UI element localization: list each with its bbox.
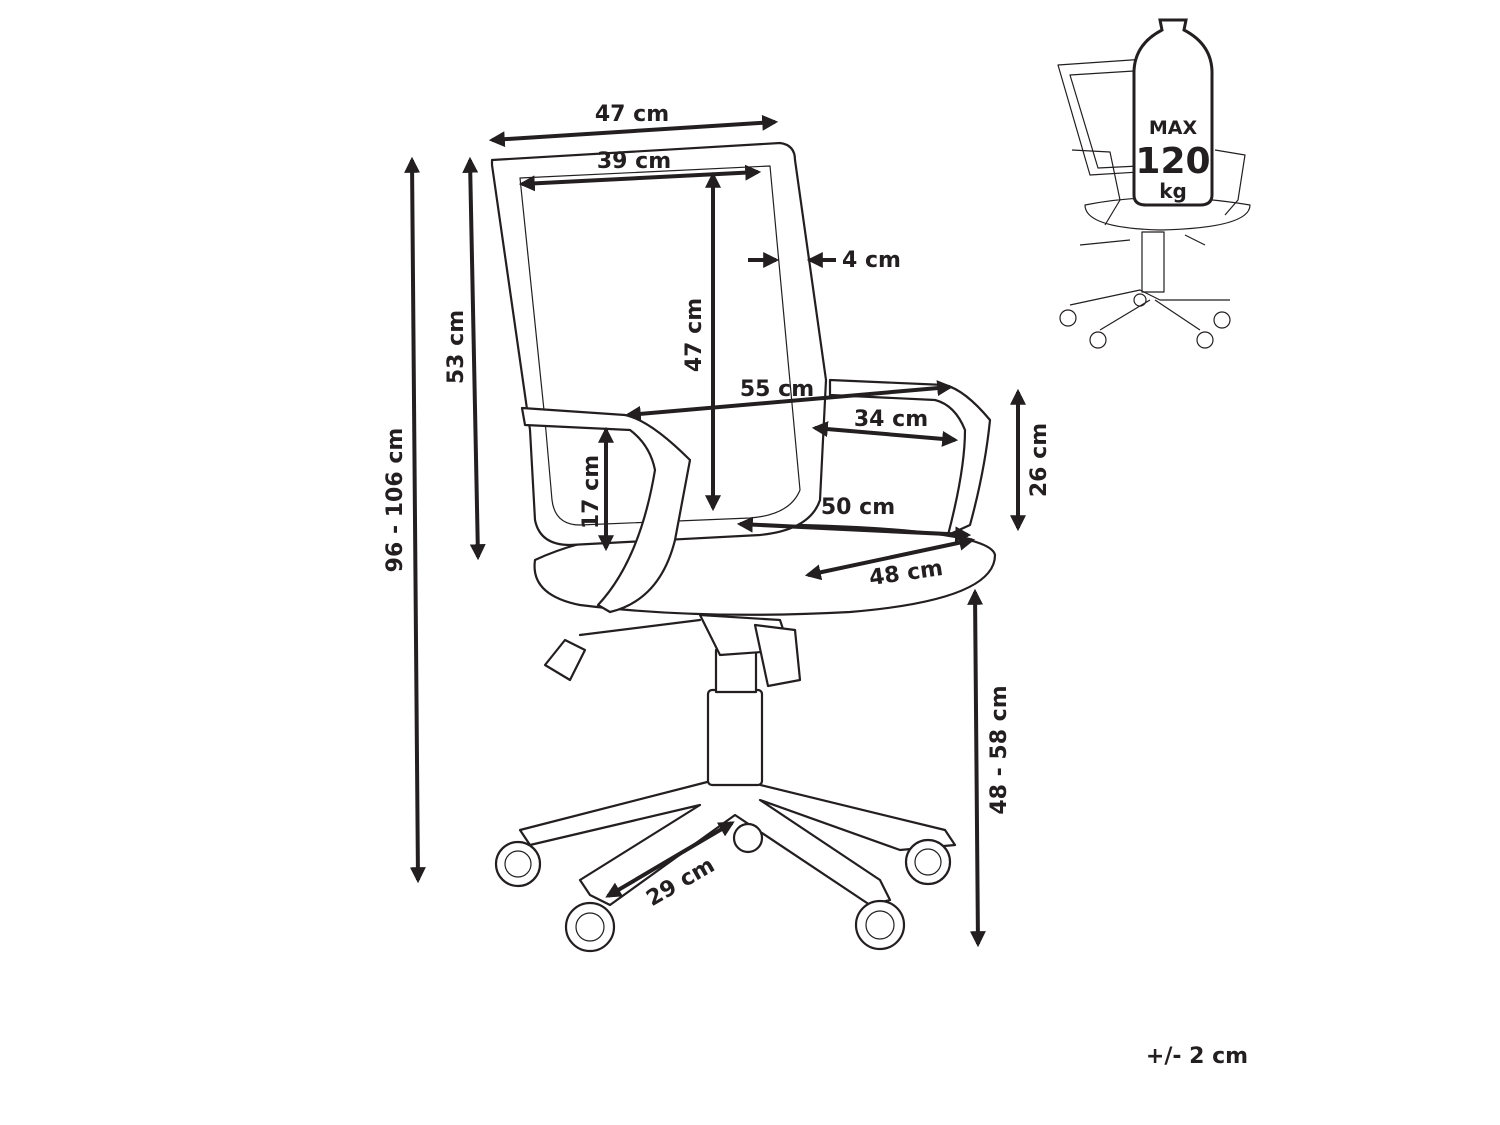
armrest-height-right-label: 26 cm [1027,423,1052,497]
armrest-length-label: 34 cm [854,407,928,432]
back-inner-width-label: 39 cm [597,149,671,174]
seat-height-label: 48 - 58 cm [987,685,1012,814]
back-height-label: 53 cm [444,310,469,384]
seat-width-label: 50 cm [821,495,895,520]
back-thickness-label: 4 cm [842,248,901,273]
total-height-label: 96 - 106 cm [383,428,408,573]
armrest-span-label: 55 cm [740,377,814,402]
chair-illustration [490,141,997,953]
back-outer-width-label: 47 cm [595,102,669,127]
max-label: MAX [1149,117,1198,139]
max-load-unit: kg [1159,179,1187,203]
max-load-thumbnail: MAX 120 kg [1057,18,1251,349]
tolerance-label: +/- 2 cm [1146,1044,1248,1069]
armrest-height-left-label: 17 cm [579,455,604,529]
max-load-value: 120 [1135,141,1210,182]
weight-icon [1132,18,1214,207]
back-inner-height-label: 47 cm [682,298,707,372]
dimension-lines [404,114,1026,948]
